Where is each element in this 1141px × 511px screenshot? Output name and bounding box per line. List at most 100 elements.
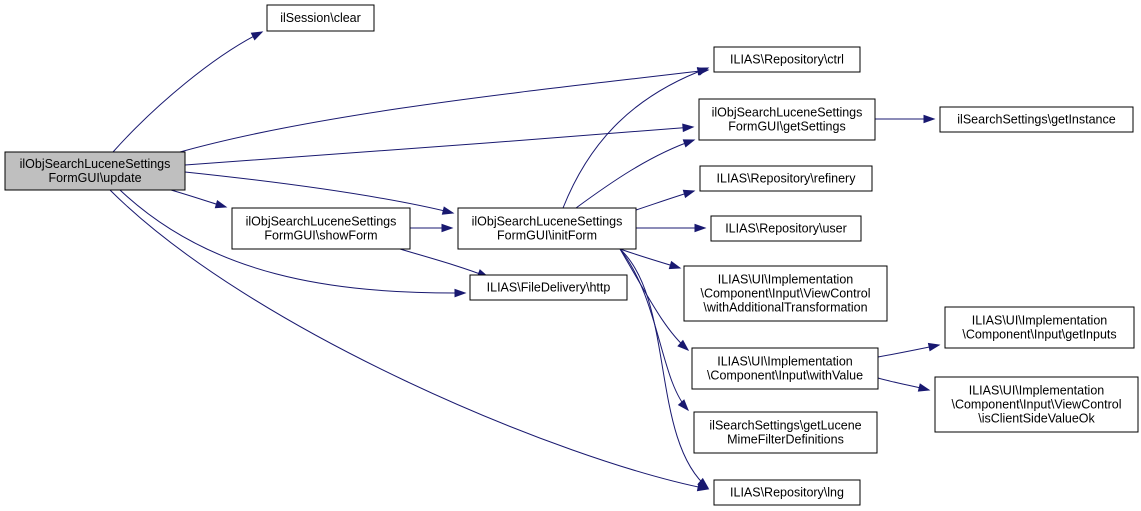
- node-box: [713, 46, 861, 73]
- arrowhead: [682, 139, 696, 148]
- node-getInputs[interactable]: ILIAS\UI\Implementation\Component\Input\…: [944, 306, 1135, 349]
- node-getSettings[interactable]: ilObjSearchLuceneSettingsFormGUI\getSett…: [698, 98, 876, 141]
- node-label-line: \withAdditionalTransformation: [703, 301, 867, 315]
- edge-withValue-to-isClientSideValueOk: [877, 377, 931, 392]
- edge-update-to-initForm: [184, 171, 455, 215]
- node-label-line: ilObjSearchLuceneSettings: [712, 106, 863, 120]
- arrowhead: [682, 123, 695, 133]
- node-user[interactable]: ILIAS\Repository\user: [710, 215, 862, 242]
- arrowhead: [694, 223, 707, 233]
- edge-showForm-to-http: [399, 248, 490, 278]
- edge-line: [184, 171, 454, 214]
- arrowhead: [677, 339, 690, 351]
- edge-update-to-http: [119, 189, 467, 298]
- node-initForm[interactable]: ilObjSearchLuceneSettingsFormGUI\initFor…: [457, 207, 637, 250]
- node-label-line: FormGUI\showForm: [264, 229, 377, 243]
- node-box: [266, 4, 375, 32]
- arrowhead: [677, 399, 689, 412]
- edge-line: [575, 139, 695, 209]
- node-label-line: MimeFilterDefinitions: [727, 433, 844, 447]
- node-label-line: ILIAS\UI\Implementation: [717, 355, 853, 369]
- node-session_clear[interactable]: ilSession\clear: [266, 4, 375, 32]
- node-withAdditionalTransformation[interactable]: ILIAS\UI\Implementation\Component\Input\…: [683, 265, 888, 322]
- node-label-line: ilSearchSettings\getInstance: [957, 113, 1115, 127]
- edge-line: [619, 248, 689, 411]
- node-box: [691, 347, 879, 390]
- edge-line: [109, 189, 709, 490]
- node-label-line: ilSession\clear: [280, 11, 361, 25]
- nodes-layer: ilObjSearchLuceneSettingsFormGUI\updatei…: [4, 4, 1139, 506]
- edge-update-to-ctrl: [179, 66, 710, 153]
- node-ctrl[interactable]: ILIAS\Repository\ctrl: [713, 46, 861, 73]
- edge-initForm-to-ctrl: [562, 67, 710, 209]
- edge-line: [179, 69, 709, 153]
- edge-initForm-to-getLuceneMime: [619, 248, 689, 412]
- node-box: [683, 265, 888, 322]
- arrowhead: [214, 199, 228, 209]
- node-label-line: ILIAS\Repository\lng: [730, 486, 844, 500]
- edge-withValue-to-getInputs: [877, 342, 941, 358]
- node-label-line: ILIAS\UI\Implementation: [972, 314, 1108, 328]
- arrowhead: [454, 288, 467, 298]
- node-box: [4, 151, 186, 191]
- node-box: [693, 411, 878, 454]
- edge-update-to-session_clear: [112, 31, 264, 153]
- edge-line: [119, 189, 466, 294]
- node-refinery[interactable]: ILIAS\Repository\refinery: [699, 165, 873, 192]
- node-box: [469, 274, 628, 301]
- node-label-line: \Component\Input\withValue: [707, 369, 863, 383]
- node-box: [457, 207, 637, 250]
- node-label-line: ILIAS\Repository\user: [725, 222, 847, 236]
- node-showForm[interactable]: ilObjSearchLuceneSettingsFormGUI\showFor…: [231, 207, 411, 250]
- node-box: [713, 479, 861, 506]
- node-label-line: ILIAS\Repository\ctrl: [730, 53, 844, 67]
- node-getLuceneMime[interactable]: ilSearchSettings\getLuceneMimeFilterDefi…: [693, 411, 878, 454]
- arrowhead: [696, 67, 710, 76]
- arrowhead: [441, 206, 455, 215]
- arrowhead: [441, 223, 454, 233]
- node-label-line: FormGUI\getSettings: [728, 120, 845, 134]
- edge-getSettings-to-getInstance: [875, 114, 936, 124]
- node-label-line: ilSearchSettings\getLucene: [709, 419, 861, 433]
- arrowhead: [250, 31, 264, 41]
- node-getInstance[interactable]: ilSearchSettings\getInstance: [939, 106, 1134, 133]
- edge-update-to-showForm: [170, 189, 228, 209]
- edge-initForm-to-refinery: [635, 189, 696, 211]
- node-box: [934, 376, 1139, 433]
- node-lng[interactable]: ILIAS\Repository\lng: [713, 479, 861, 506]
- node-label-line: ILIAS\FileDelivery\http: [487, 281, 611, 295]
- edges-layer: [109, 31, 941, 492]
- node-label-line: FormGUI\update: [48, 171, 141, 185]
- node-box: [231, 207, 411, 250]
- edge-line: [399, 248, 489, 278]
- node-box: [698, 98, 876, 141]
- node-label-line: \isClientSideValueOk: [978, 412, 1095, 426]
- node-label-line: FormGUI\initForm: [497, 229, 597, 243]
- edge-showForm-to-initForm: [410, 223, 454, 233]
- node-label-line: ilObjSearchLuceneSettings: [20, 157, 171, 171]
- node-label-line: ilObjSearchLuceneSettings: [472, 215, 623, 229]
- node-label-line: \Component\Input\getInputs: [962, 328, 1116, 342]
- node-label-line: ilObjSearchLuceneSettings: [246, 215, 397, 229]
- node-label-line: ILIAS\Repository\refinery: [717, 172, 857, 186]
- edge-line: [112, 31, 263, 153]
- edge-line: [619, 248, 709, 489]
- node-box: [699, 165, 873, 192]
- node-box: [939, 106, 1134, 133]
- arrowhead: [682, 189, 696, 199]
- edge-initForm-to-withAdditionalTransformation: [619, 248, 682, 270]
- node-http[interactable]: ILIAS\FileDelivery\http: [469, 274, 628, 301]
- node-withValue[interactable]: ILIAS\UI\Implementation\Component\Input\…: [691, 347, 879, 390]
- node-label-line: \Component\Input\ViewControl: [951, 398, 1121, 412]
- node-box: [710, 215, 862, 242]
- arrowhead: [668, 260, 682, 270]
- edge-line: [184, 126, 694, 166]
- edge-initForm-to-user: [636, 223, 707, 233]
- edge-line: [562, 67, 709, 209]
- arrowhead: [697, 477, 710, 489]
- edge-initForm-to-getSettings: [575, 139, 696, 209]
- edge-initForm-to-lng: [619, 248, 710, 489]
- node-isClientSideValueOk[interactable]: ILIAS\UI\Implementation\Component\Input\…: [934, 376, 1139, 433]
